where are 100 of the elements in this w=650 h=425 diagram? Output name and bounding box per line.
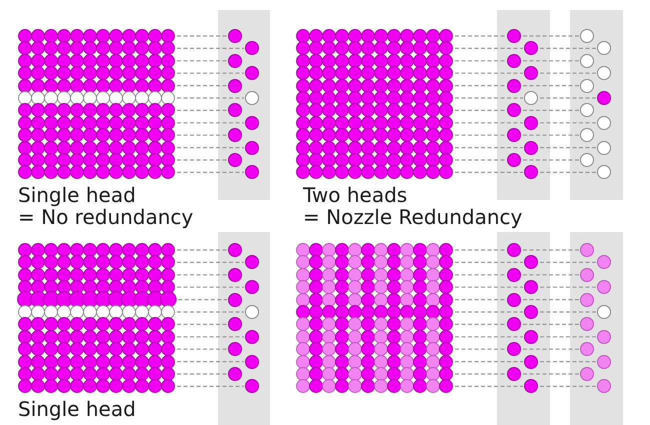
nozzle (524, 116, 538, 130)
caption: Single head (18, 398, 136, 420)
dot-row (18, 342, 175, 356)
empty-nozzle (524, 91, 538, 105)
dashed-line (540, 361, 596, 362)
empty-nozzle (580, 153, 594, 167)
dashed-line (177, 60, 227, 62)
dashed-line (455, 85, 506, 86)
nozzle (507, 128, 521, 142)
dot-row (296, 78, 453, 93)
dot-row (296, 165, 453, 180)
nozzle (245, 280, 259, 294)
print-head-bar (497, 10, 550, 200)
nozzle (597, 280, 611, 294)
dashed-line (540, 262, 596, 263)
dashed-line (455, 274, 506, 276)
dot-row (18, 317, 175, 332)
nozzle (524, 354, 538, 369)
nozzle (228, 317, 242, 332)
dashed-line (177, 286, 244, 288)
dashed-line (177, 336, 244, 338)
dashed-line (455, 35, 506, 37)
dashed-line (523, 35, 579, 37)
nozzle (597, 379, 611, 394)
nozzle (580, 367, 594, 381)
print-head-bar (218, 10, 270, 200)
dot-row (296, 305, 453, 319)
dot-row (18, 78, 175, 93)
dashed-line (455, 386, 523, 387)
nozzle (507, 54, 521, 68)
empty-nozzle (580, 78, 594, 93)
dashed-line (455, 262, 523, 263)
dot-row (296, 29, 453, 43)
dashed-line (455, 373, 506, 375)
dot-row (18, 243, 175, 257)
dashed-line (523, 134, 579, 136)
nozzle (524, 140, 538, 155)
dot-row (18, 354, 175, 369)
dashed-line (177, 172, 244, 173)
empty-nozzle (245, 305, 259, 319)
caption: Two heads (303, 184, 408, 206)
dashed-line (455, 60, 506, 62)
empty-nozzle (597, 41, 611, 56)
nozzle (245, 140, 259, 155)
dot-row (18, 379, 175, 394)
dashed-line (455, 286, 523, 288)
empty-nozzle (580, 29, 594, 43)
dashed-line (523, 324, 579, 325)
dashed-line (523, 159, 579, 161)
dashed-line (455, 159, 506, 161)
dashed-line (455, 348, 506, 350)
dot-row (18, 128, 175, 142)
dashed-line (540, 72, 596, 74)
dashed-line (177, 262, 244, 263)
dot-row (296, 280, 453, 294)
nozzle (507, 317, 521, 332)
dashed-line (177, 311, 244, 313)
dot-row (296, 66, 453, 80)
dashed-line (177, 35, 227, 37)
dot-row (296, 153, 453, 167)
dashed-line (455, 361, 523, 362)
empty-nozzle (597, 116, 611, 130)
dot-row (18, 165, 175, 180)
dashed-line (540, 311, 596, 313)
nozzle (507, 367, 521, 381)
dot-row (296, 354, 453, 369)
dashed-line (177, 348, 227, 350)
dot-row (18, 116, 175, 130)
dashed-line (455, 147, 523, 148)
nozzle (580, 268, 594, 282)
dashed-line (540, 122, 596, 124)
nozzle (245, 354, 259, 369)
nozzle (228, 78, 242, 93)
print-head-bar (570, 10, 623, 200)
caption: = No redundancy (18, 206, 194, 228)
nozzle (580, 317, 594, 332)
dashed-line (455, 172, 523, 173)
nozzle (228, 54, 242, 68)
dashed-line (523, 249, 579, 251)
dot-row (296, 128, 453, 142)
nozzle (524, 330, 538, 344)
nozzle (507, 153, 521, 167)
nozzle (228, 153, 242, 167)
nozzle (524, 379, 538, 394)
nozzle (245, 41, 259, 56)
empty-dot-row (18, 91, 175, 105)
dot-row (296, 317, 453, 332)
dashed-line (177, 159, 227, 161)
nozzle (524, 305, 538, 319)
dot-row (18, 268, 175, 282)
dashed-line (455, 324, 506, 325)
nozzle (507, 243, 521, 257)
dashed-line (177, 386, 244, 387)
dashed-line (455, 336, 523, 338)
dashed-line (177, 48, 244, 49)
dashed-line (177, 147, 244, 148)
dashed-line (455, 249, 506, 251)
dashed-line (540, 97, 596, 99)
dashed-line (455, 299, 506, 300)
nozzle (228, 367, 242, 381)
